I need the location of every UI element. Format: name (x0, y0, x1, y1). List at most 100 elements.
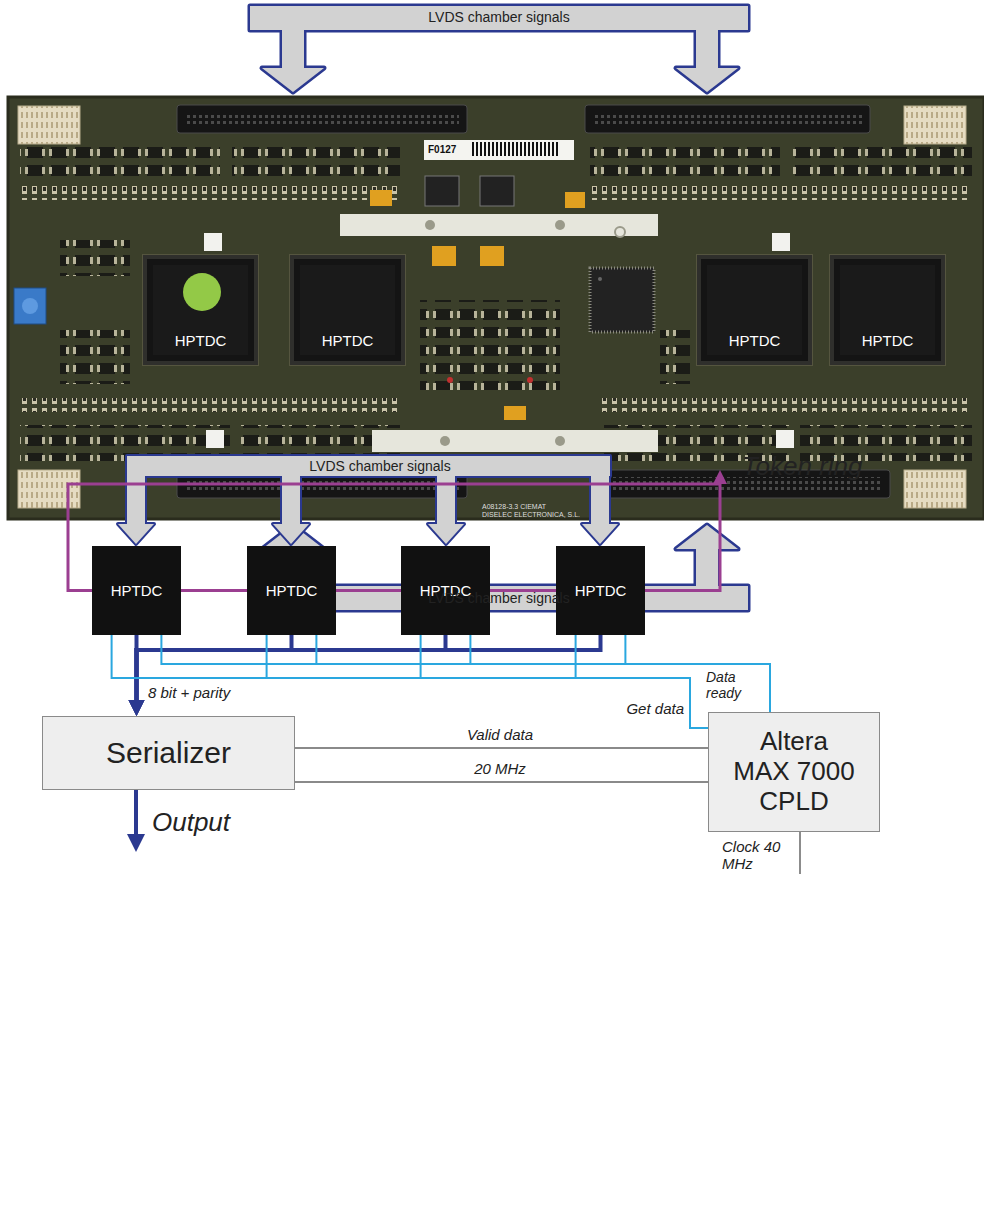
stiffener-bars (440, 436, 450, 446)
chip-package: HPTDC (830, 255, 945, 365)
resistor-rows (20, 186, 400, 200)
lvds-arrow-top (250, 6, 748, 92)
stiffener-bars (555, 436, 565, 446)
stiffener-bars (372, 430, 658, 452)
mounting-pads (772, 233, 790, 251)
smd-components (232, 140, 400, 176)
ring-label: Token ring (742, 452, 862, 482)
smd-components (792, 140, 972, 176)
center-components (504, 406, 526, 420)
output-arrow (134, 790, 138, 836)
connector-line (295, 747, 708, 749)
center-components (447, 377, 453, 383)
smd-components (20, 140, 972, 461)
signal-name: Get data (600, 700, 684, 717)
bus-label: LVDS chamber signals (300, 9, 698, 25)
lvds-bus-arrow (118, 456, 618, 544)
lvds-arrow-top (250, 6, 748, 92)
center-components (598, 277, 602, 281)
chip-package: HPTDC (143, 255, 258, 365)
board-marking: DISELEC ELECTRONICA, S.L. (482, 511, 580, 519)
lvds-arrow-top (250, 6, 748, 92)
corner-connectors (18, 106, 80, 144)
stiffener-bars (555, 220, 565, 230)
center-components (14, 176, 654, 420)
smd-components (590, 140, 780, 176)
signal-name: Valid data (420, 726, 580, 743)
center-components (425, 176, 459, 206)
smd-components (60, 240, 130, 276)
center-components (432, 246, 456, 266)
arrow-head (129, 700, 145, 716)
center-components (370, 190, 392, 206)
arrow-head (129, 700, 145, 716)
box-title: Serializer (106, 736, 231, 771)
cpld-box: Altera MAX 7000 CPLD (708, 712, 880, 832)
chip-label: HPTDC (862, 332, 914, 349)
connector-line (295, 781, 708, 783)
tdc-box: HPTDC (92, 546, 181, 635)
smd-components (20, 140, 220, 176)
clock-line (799, 832, 801, 874)
connector (295, 748, 708, 749)
center-components (22, 298, 38, 314)
chip-label: HPTDC (175, 332, 227, 349)
stiffener-bars (340, 214, 658, 236)
mounting-pads (204, 233, 222, 251)
connector (112, 635, 708, 728)
lvds-bus-arrow (118, 456, 618, 544)
smd-components (420, 300, 560, 390)
connector-line (421, 635, 708, 728)
output-arrow (127, 790, 145, 852)
stiffener-bars (425, 220, 435, 230)
connector (129, 635, 446, 716)
mounting-pads (776, 430, 794, 448)
corner-connectors (18, 106, 966, 508)
connector (336, 590, 401, 591)
board-marking: A08128-3.3 CIEMAT (482, 503, 546, 511)
corner-connectors (904, 106, 966, 144)
mounting-pads (206, 430, 224, 448)
chip-label: HPTDC (111, 582, 163, 599)
signal-name: 8 bit + parity (148, 684, 230, 701)
connector-line (576, 635, 708, 728)
resistor-rows (20, 398, 400, 412)
resistor-rows (20, 186, 972, 412)
clock-label: Clock 40 MHz (722, 838, 794, 873)
smd-components (60, 330, 130, 384)
connector-line (181, 589, 247, 592)
ribbon-connectors (185, 112, 459, 126)
barcode-sticker (424, 140, 574, 160)
chip-package: HPTDC (290, 255, 405, 365)
connector (421, 635, 708, 728)
connector-line (112, 635, 708, 728)
smd-components (660, 330, 690, 384)
signal-name: 20 MHz (420, 760, 580, 777)
chip-label: HPTDC (322, 332, 374, 349)
center-components (480, 176, 514, 206)
barcode-sticker (470, 142, 560, 156)
barcode-sticker (424, 140, 574, 160)
resistor-rows (600, 398, 972, 412)
ribbon-connectors (585, 105, 870, 133)
chip-label: HPTDC (575, 582, 627, 599)
corner-connectors (904, 470, 966, 508)
center-components (527, 377, 533, 383)
arrow-head (129, 700, 145, 716)
inspection-sticker (177, 267, 227, 317)
ribbon-connectors (593, 112, 862, 126)
connector (295, 782, 708, 783)
connector (181, 590, 247, 591)
connector-line (267, 635, 708, 728)
box-title: Altera MAX 7000 CPLD (732, 727, 857, 817)
board-id: F0127 (428, 144, 456, 156)
connector (267, 635, 708, 728)
ribbon-connectors (177, 105, 890, 498)
connector-line (137, 635, 601, 702)
center-components (590, 268, 654, 332)
connector-line (336, 589, 401, 592)
lvds-bus-arrow (118, 456, 618, 544)
connector (576, 635, 708, 728)
connector (129, 635, 601, 716)
ribbon-connectors (177, 105, 467, 133)
